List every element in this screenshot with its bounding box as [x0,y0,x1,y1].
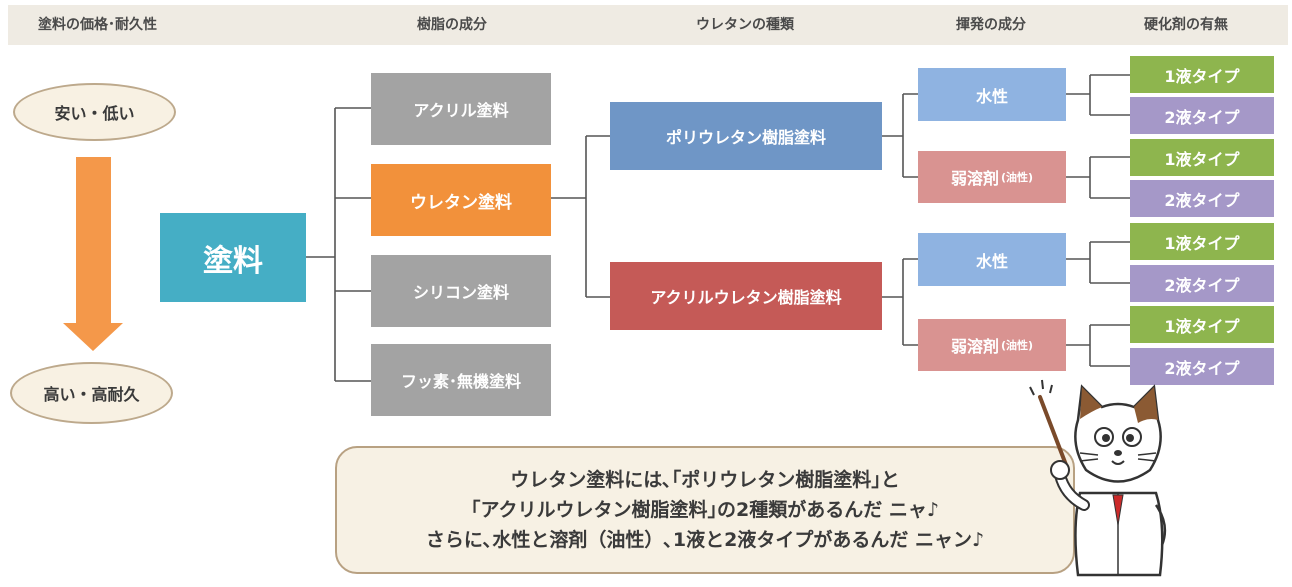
acrylic-paint-box: アクリル塗料 [371,73,551,145]
header-hardener: 硬化剤の有無 [1144,17,1228,33]
header-price-durability: 塗料の価格･耐久性 [38,17,157,33]
header-urethane-type: ウレタンの種類 [696,17,794,33]
scale-top-label: 安い・低い [13,83,176,141]
water-based-box-2: 水性 [918,233,1066,286]
one-liquid-box-3: 1液タイプ [1130,223,1274,260]
one-liquid-box-2: 1液タイプ [1130,139,1274,176]
speech-line-2: ｢アクリルウレタン樹脂塗料｣の2種類があるんだ ニャ♪ [470,499,939,521]
header-resin: 樹脂の成分 [417,17,487,33]
urethane-paint-box: ウレタン塗料 [371,164,551,236]
weak-solvent-box-2: 弱溶剤(油性) [918,319,1066,371]
speech-bubble: ウレタン塗料には､｢ポリウレタン樹脂塗料｣と ｢アクリルウレタン樹脂塗料｣の2種… [335,446,1075,574]
column-header-bar: 塗料の価格･耐久性 樹脂の成分 ウレタンの種類 揮発の成分 硬化剤の有無 [8,5,1288,45]
two-liquid-box-2: 2液タイプ [1130,180,1274,217]
header-volatile: 揮発の成分 [956,17,1026,33]
two-liquid-box-4: 2液タイプ [1130,348,1274,385]
down-arrow-icon [63,157,123,351]
silicone-paint-box: シリコン塗料 [371,255,551,327]
weak-solvent-box-1: 弱溶剤(油性) [918,151,1066,203]
cat-teacher-icon [1029,379,1167,577]
scale-bottom-label: 高い・高耐久 [10,362,173,424]
paint-root-box: 塗料 [160,213,306,302]
one-liquid-box-4: 1液タイプ [1130,306,1274,343]
polyurethane-box: ポリウレタン樹脂塗料 [610,102,882,170]
speech-line-1: ウレタン塗料には､｢ポリウレタン樹脂塗料｣と [510,469,900,491]
two-liquid-box-1: 2液タイプ [1130,97,1274,134]
fluorine-paint-box: フッ素･無機塗料 [371,344,551,416]
water-based-box-1: 水性 [918,68,1066,121]
speech-line-3: さらに､水性と溶剤（油性）､1液と2液タイプがあるんだ ニャン♪ [425,529,985,551]
acryl-urethane-box: アクリルウレタン樹脂塗料 [610,262,882,330]
two-liquid-box-3: 2液タイプ [1130,265,1274,302]
one-liquid-box-1: 1液タイプ [1130,56,1274,93]
